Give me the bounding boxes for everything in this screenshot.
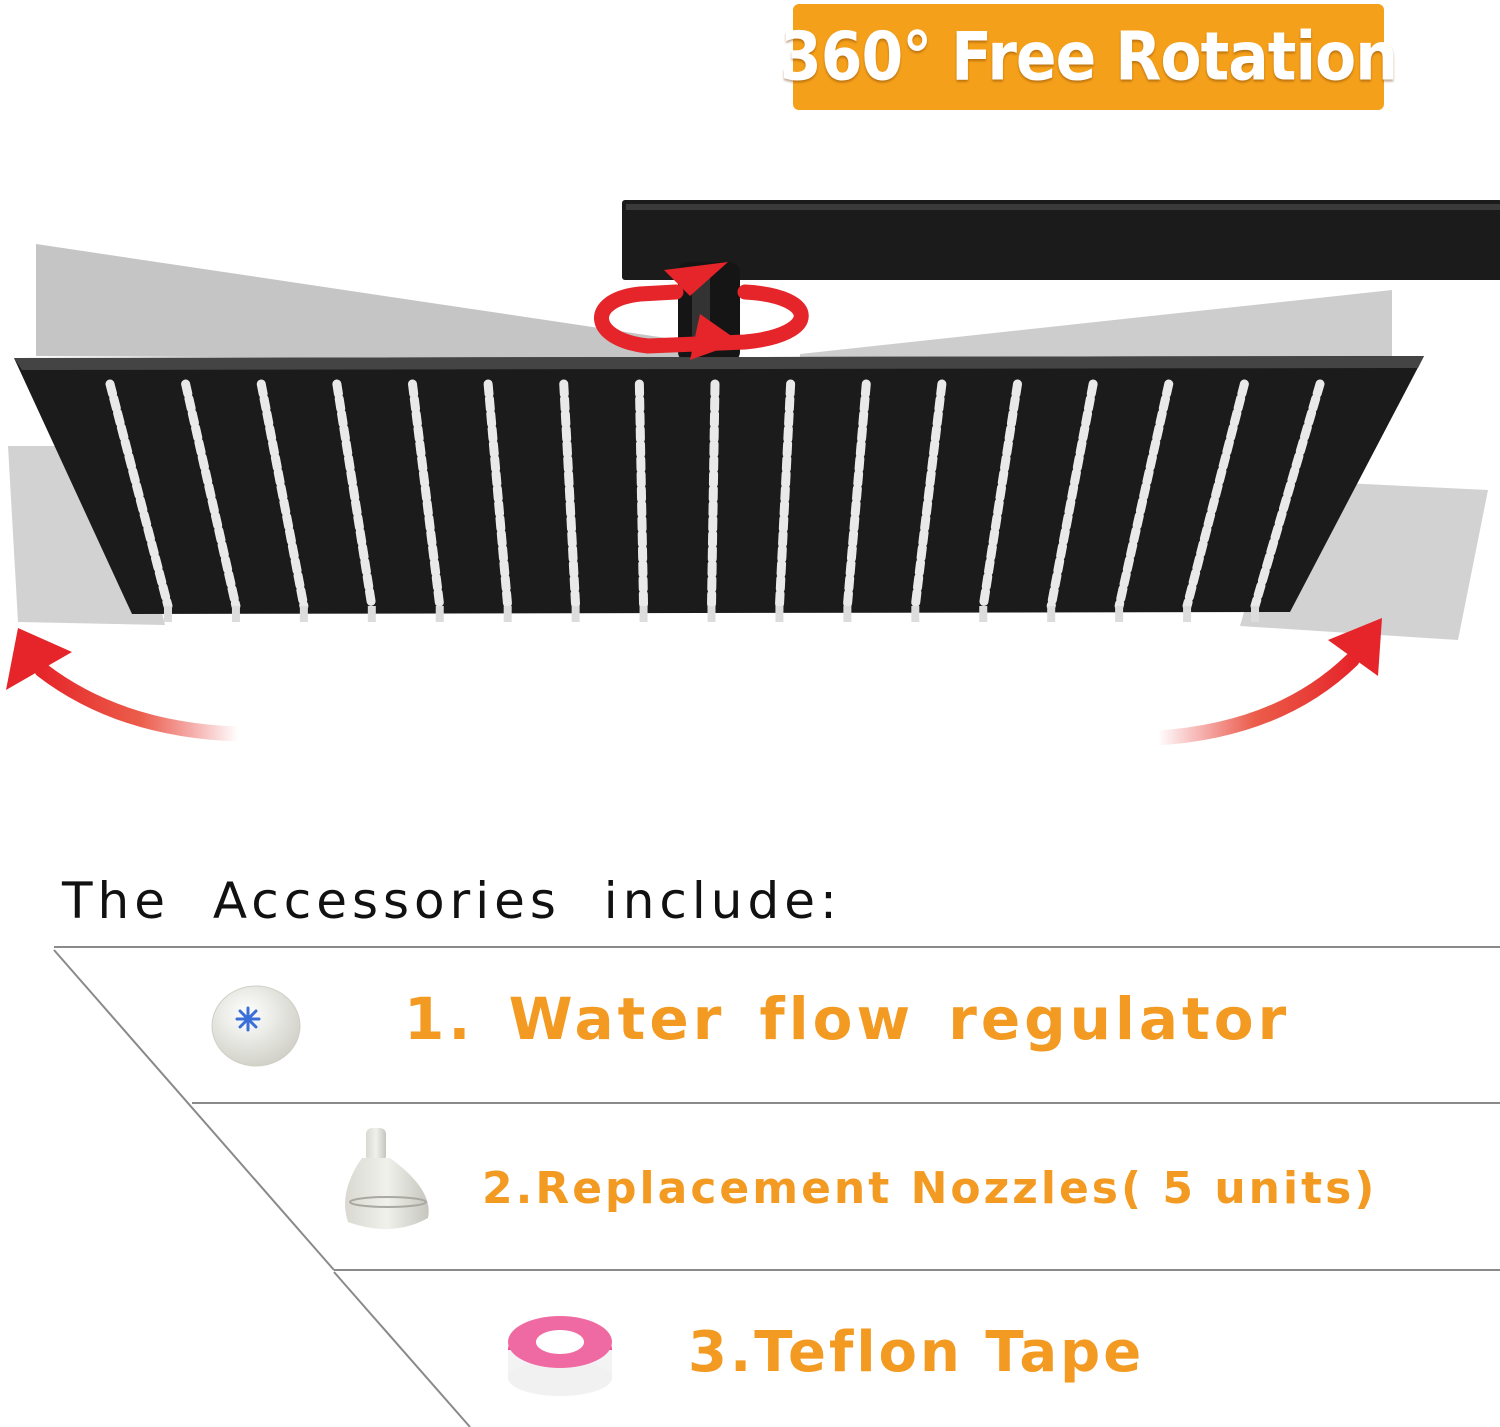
nozzle-tip: [979, 606, 988, 622]
nozzle-column: [707, 379, 720, 611]
nozzle-column: [1182, 379, 1249, 611]
nozzle-tip: [1047, 606, 1056, 622]
nozzle-column: [332, 379, 377, 611]
rotation-banner-title: 360° Free Rotation: [780, 17, 1398, 97]
swivel-rotation-arrow: [594, 262, 809, 360]
nozzle-column: [181, 379, 241, 611]
shower-nozzles: [105, 379, 1325, 622]
nozzle-tip: [911, 606, 920, 622]
nozzle-column: [1250, 379, 1325, 611]
accessory-item-teflon-tape: 3.Teflon Tape: [688, 1320, 1145, 1385]
nozzle-column: [408, 379, 445, 611]
nozzle-tip: [503, 606, 512, 622]
nozzle-column: [105, 379, 173, 611]
nozzle-column: [634, 379, 649, 611]
nozzle-tip: [435, 606, 444, 622]
nozzle-tip: [1115, 606, 1124, 622]
nozzle-tip: [571, 606, 580, 622]
replacement-nozzle-icon: [345, 1128, 429, 1230]
nozzle-tip: [843, 606, 852, 622]
water-flow-regulator-icon: [211, 985, 301, 1067]
ghost-shower-head-tilted-up: [36, 244, 720, 360]
accessories-heading: The Accessories include:: [62, 872, 842, 930]
nozzle-tip: [1251, 606, 1259, 622]
nozzle-tip: [775, 606, 784, 622]
teflon-tape-icon: [508, 1316, 612, 1396]
nozzle-column: [842, 379, 871, 611]
ghost-shower-head-tilted-right: [800, 290, 1392, 360]
nozzle-column: [1114, 379, 1174, 611]
nozzle-column: [1046, 379, 1098, 611]
nozzle-tip: [299, 606, 308, 622]
nozzle-tip: [164, 606, 172, 622]
nozzle-tip: [367, 606, 376, 622]
tilt-arrow-left: [6, 628, 246, 742]
nozzle-column: [256, 379, 309, 611]
nozzle-tip: [1183, 606, 1192, 622]
nozzle-tip: [707, 606, 716, 622]
nozzle-column: [978, 379, 1022, 611]
nozzle-column: [559, 379, 581, 611]
nozzle-column: [483, 379, 513, 611]
nozzle-column: [774, 379, 796, 611]
tilt-arrow-right: [1150, 618, 1382, 746]
accessory-item-replacement-nozzles: 2.Replacement Nozzles( 5 units): [482, 1163, 1378, 1214]
accessory-item-water-flow-regulator: 1. Water flow regulator: [404, 985, 1291, 1053]
nozzle-column: [910, 379, 947, 611]
shower-head: [14, 356, 1424, 622]
nozzle-tip: [231, 606, 240, 622]
nozzle-tip: [639, 606, 648, 622]
rotation-banner: 360° Free Rotation: [780, 4, 1398, 110]
accessory-dividers: [53, 946, 1500, 1427]
